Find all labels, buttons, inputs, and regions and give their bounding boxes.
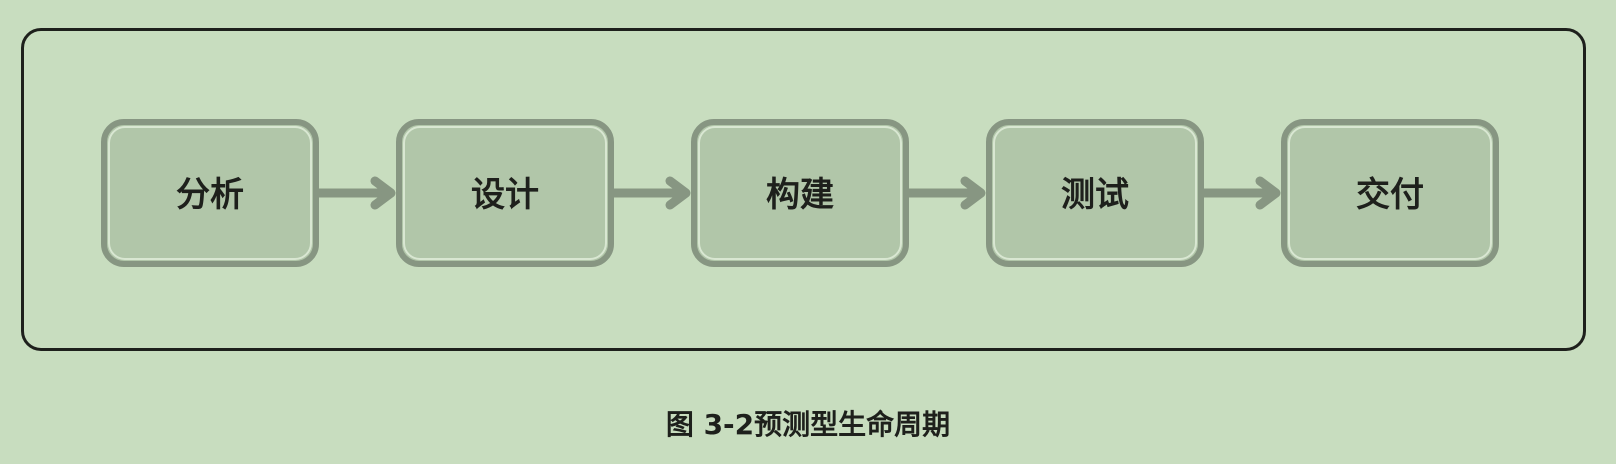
flow-arrow [319,176,396,210]
step-box [691,119,909,267]
step-label: 分析 [176,175,244,215]
step-node: 构建 [691,119,909,267]
step-label: 测试 [1061,175,1129,215]
figure-caption: 图 3-2预测型生命周期 [665,408,951,441]
step-box-highlight [993,126,1197,260]
nodes: 分析 设计 构建 测试 交付 [101,119,1499,267]
step-node: 交付 [1281,119,1499,267]
step-label: 设计 [471,175,539,215]
step-label: 交付 [1356,175,1424,215]
step-node: 设计 [396,119,614,267]
step-node: 分析 [101,119,319,267]
step-box [1281,119,1499,267]
flow-arrow [1204,176,1281,210]
arrow-head [960,176,986,210]
arrow-head [370,176,396,210]
step-box-highlight [698,126,902,260]
step-box-highlight [108,126,312,260]
step-box [986,119,1204,267]
step-node: 测试 [986,119,1204,267]
flow-arrow [909,176,986,210]
step-box-highlight [403,126,607,260]
arrows [319,176,1281,210]
arrow-head [665,176,691,210]
step-box [396,119,614,267]
arrow-head [1255,176,1281,210]
step-box [101,119,319,267]
step-box-highlight [1288,126,1492,260]
flow-arrow [614,176,691,210]
step-label: 构建 [766,175,834,215]
